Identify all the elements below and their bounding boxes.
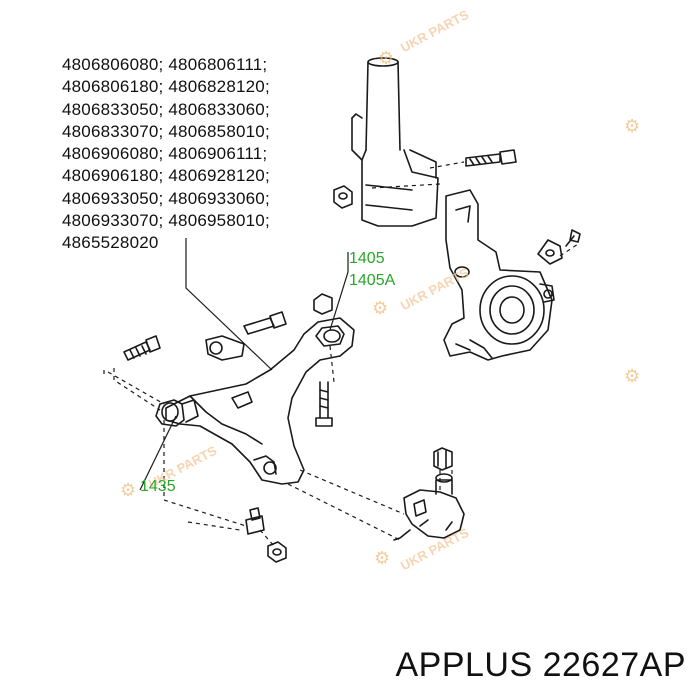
leader-dashed-2 (113, 368, 161, 411)
callout-1405: 1405 (349, 250, 385, 267)
leader-dashed-10 (429, 161, 465, 169)
leader-dashed-8 (259, 529, 275, 547)
leader-dashed-9 (371, 183, 441, 189)
lower-control-arm (123, 293, 355, 485)
watermark-gear-icon-4: ⚙ (374, 548, 391, 568)
watermark-gear-icon-6: ⚙ (624, 366, 641, 386)
steering-knuckle (443, 189, 581, 361)
part-number-line: 4806833070; 4806858010; (62, 121, 270, 141)
part-number-line: 4806933070; 4806958010; (62, 211, 270, 231)
leader-line-1405 (329, 252, 349, 331)
leader-dashed-5 (299, 469, 405, 515)
part-number-line: 4806806080; 4806806111; (62, 55, 268, 74)
leader-dashed-7 (329, 345, 335, 383)
watermark-gear-icon-3: ⚙ (120, 480, 137, 500)
watermark-gear-icon-1: ⚙ (378, 48, 395, 68)
part-number-line: 4806906180; 4806928120; (62, 166, 270, 186)
leader-dashed-3 (187, 521, 241, 531)
part-number-line: 4806933050; 4806933060; (62, 188, 270, 208)
leader-dashed-12 (559, 243, 579, 257)
part-number-list: 4806806080; 4806806111; 4806806180; 4806… (62, 54, 352, 255)
part-number-line: 4865528020 (62, 233, 159, 253)
part-number-line: 4806906080; 4806906111; (62, 144, 268, 164)
leader-line-parts (185, 238, 273, 371)
bottom-bolts (245, 507, 287, 563)
leader-dashed-1 (107, 371, 165, 405)
leader-line-1435 (139, 415, 177, 491)
watermark-gear-icon-5: ⚙ (624, 116, 641, 136)
part-number-line: 4806806180; 4806828120; (62, 77, 270, 97)
leader-dashed-14 (163, 420, 247, 527)
brand-part-number: APPLUS 22627AP (395, 646, 686, 684)
callout-1405a: 1405A (349, 272, 396, 289)
strut-assembly (333, 57, 517, 227)
leader-dashed-4 (287, 483, 401, 541)
callout-1435: 1435 (140, 478, 176, 495)
ball-joint (393, 447, 465, 541)
watermark-gear-icon-2: ⚙ (372, 298, 389, 318)
part-number-line: 4806833050; 4806833060; (62, 99, 270, 119)
